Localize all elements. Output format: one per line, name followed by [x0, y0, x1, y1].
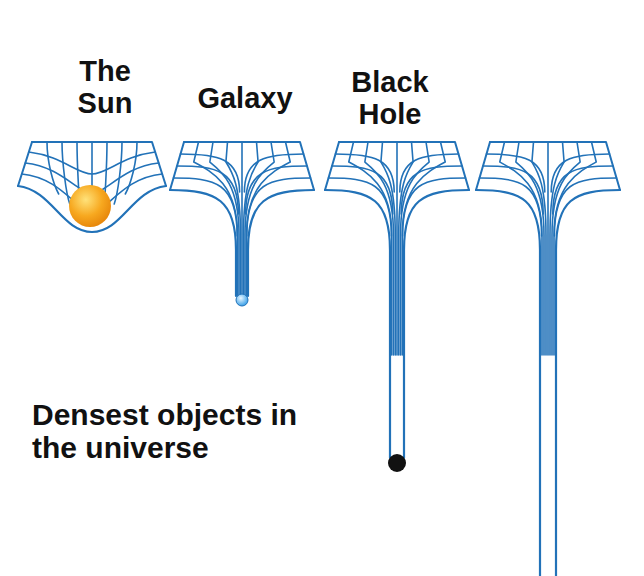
grid-line	[532, 142, 546, 355]
object-label: The Sun	[50, 56, 160, 120]
grid-line	[480, 178, 542, 236]
grid-line	[547, 142, 549, 355]
grid-line	[404, 190, 469, 458]
grid-line	[500, 142, 542, 355]
grid-line	[381, 142, 395, 355]
grid-line	[247, 142, 291, 296]
grid-line	[47, 142, 59, 194]
grid-line	[476, 190, 540, 576]
grid-line	[552, 142, 580, 355]
grid-line	[553, 166, 613, 214]
grid-line	[245, 142, 274, 296]
grid-line	[403, 178, 466, 236]
grid-line	[556, 190, 620, 576]
grid-line	[125, 142, 137, 194]
grid-line	[177, 166, 238, 214]
grid-line	[246, 166, 307, 214]
galaxy-ball	[236, 294, 248, 306]
grid-line	[241, 142, 243, 296]
grid-line	[554, 142, 596, 355]
grid-line	[18, 186, 166, 232]
grid-line	[174, 178, 238, 236]
grid-line	[248, 190, 314, 296]
grid-line	[516, 142, 544, 355]
grid-line	[401, 142, 430, 355]
grid-line	[62, 142, 70, 204]
grid-line	[401, 166, 462, 214]
grid-line	[114, 142, 122, 204]
object-label: Galaxy	[170, 83, 320, 115]
sun-ball	[69, 185, 111, 227]
caption-note: Densest objects in the universe	[32, 398, 317, 464]
grid-line	[483, 166, 543, 214]
grid-line	[349, 142, 392, 355]
grid-line	[329, 178, 392, 236]
grid-line	[247, 178, 311, 236]
grid-line	[170, 190, 236, 296]
object-label: Black Hole	[334, 67, 446, 131]
grid-line	[332, 166, 393, 214]
grid-line	[396, 142, 398, 355]
grid-line	[325, 190, 390, 458]
grid-line	[210, 142, 239, 296]
grid-line	[402, 142, 445, 355]
grid-line	[365, 142, 394, 355]
black-hole-dot	[388, 454, 406, 472]
grid-line	[194, 142, 238, 296]
grid-line	[554, 178, 616, 236]
grid-line	[226, 142, 241, 296]
